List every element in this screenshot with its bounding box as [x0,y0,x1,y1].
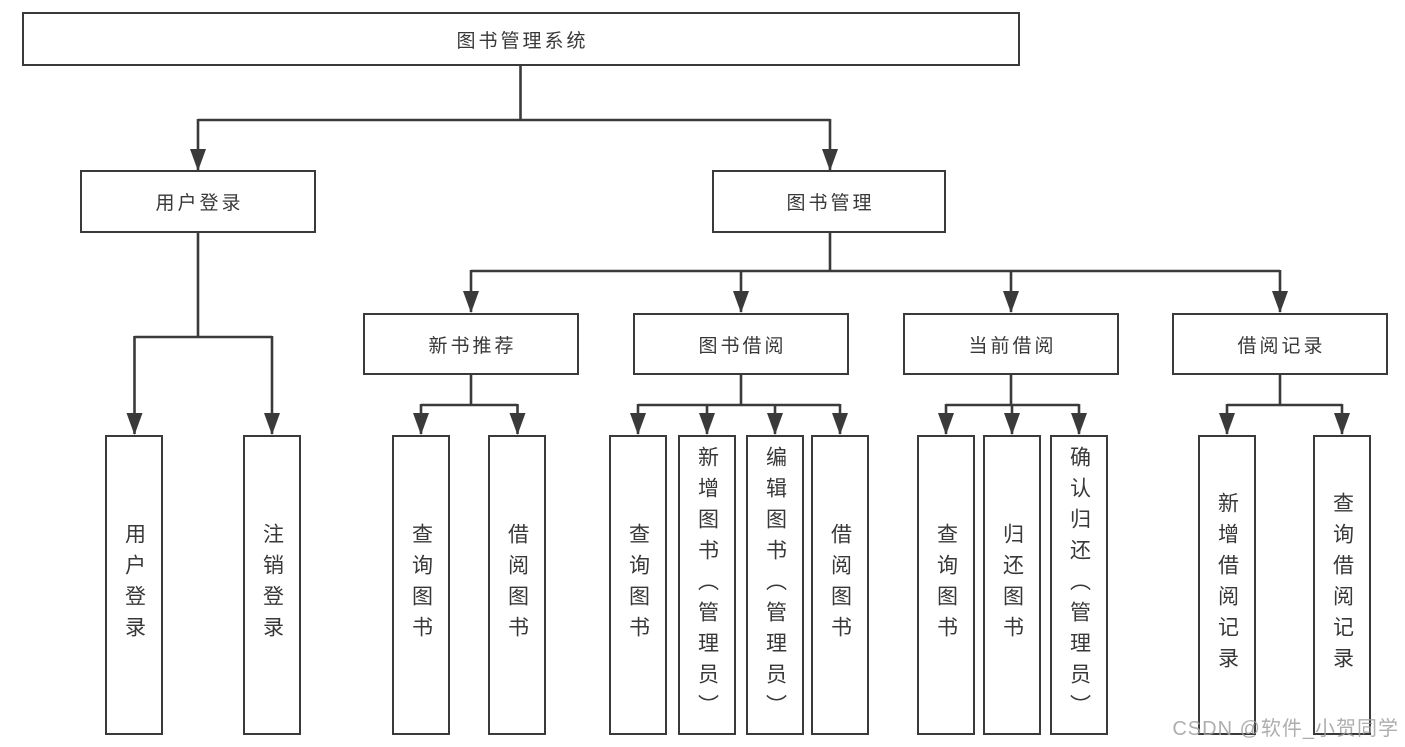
leaf-bb-query-books: 查询图书 [609,435,667,735]
watermark-text: CSDN @软件_小贺同学 [1172,718,1399,740]
leaf-br-add-record: 新增借阅记录 [1198,435,1256,735]
node-book-management: 图书管理 [712,170,946,233]
leaf-cb-query-books: 查询图书 [917,435,975,735]
leaf-cb-confirm-return-admin: 确认归还（管理员） [1050,435,1108,735]
leaf-bb-edit-books-admin: 编辑图书（管理员） [746,435,804,735]
leaf-user-login: 用户登录 [105,435,163,735]
node-new-book-recommend: 新书推荐 [363,313,579,375]
leaf-bb-add-books-admin: 新增图书（管理员） [678,435,736,735]
node-root-system: 图书管理系统 [22,12,1020,66]
leaf-nb-borrow-books: 借阅图书 [488,435,546,735]
leaf-logout: 注销登录 [243,435,301,735]
leaf-bb-borrow-books: 借阅图书 [811,435,869,735]
node-user-login: 用户登录 [80,170,316,233]
node-borrow-records: 借阅记录 [1172,313,1388,375]
leaf-cb-return-books: 归还图书 [983,435,1041,735]
node-book-borrow: 图书借阅 [633,313,849,375]
leaf-nb-query-books: 查询图书 [392,435,450,735]
leaf-br-query-record: 查询借阅记录 [1313,435,1371,735]
node-current-borrow: 当前借阅 [903,313,1119,375]
